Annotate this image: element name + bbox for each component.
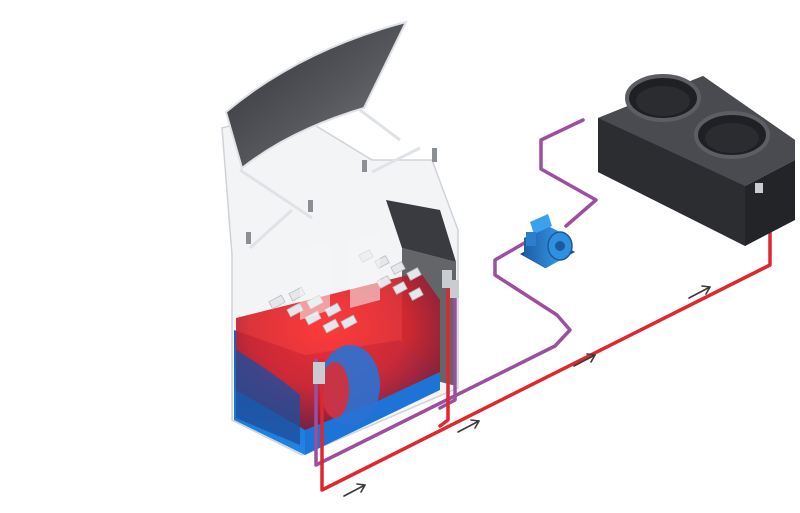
- flow-arrows: [343, 285, 711, 497]
- flow-arrow-4: [688, 285, 711, 299]
- return-line: [314, 232, 572, 467]
- tank-lid: [224, 20, 408, 170]
- pump-icon: [520, 214, 575, 268]
- tank-back-wall: [386, 200, 456, 262]
- cooler-icon: [598, 74, 795, 246]
- immersion-tank: [221, 20, 459, 456]
- flow-arrow-2: [457, 419, 480, 433]
- flow-arrow-1: [343, 483, 366, 497]
- flow-arrow-3: [573, 353, 596, 367]
